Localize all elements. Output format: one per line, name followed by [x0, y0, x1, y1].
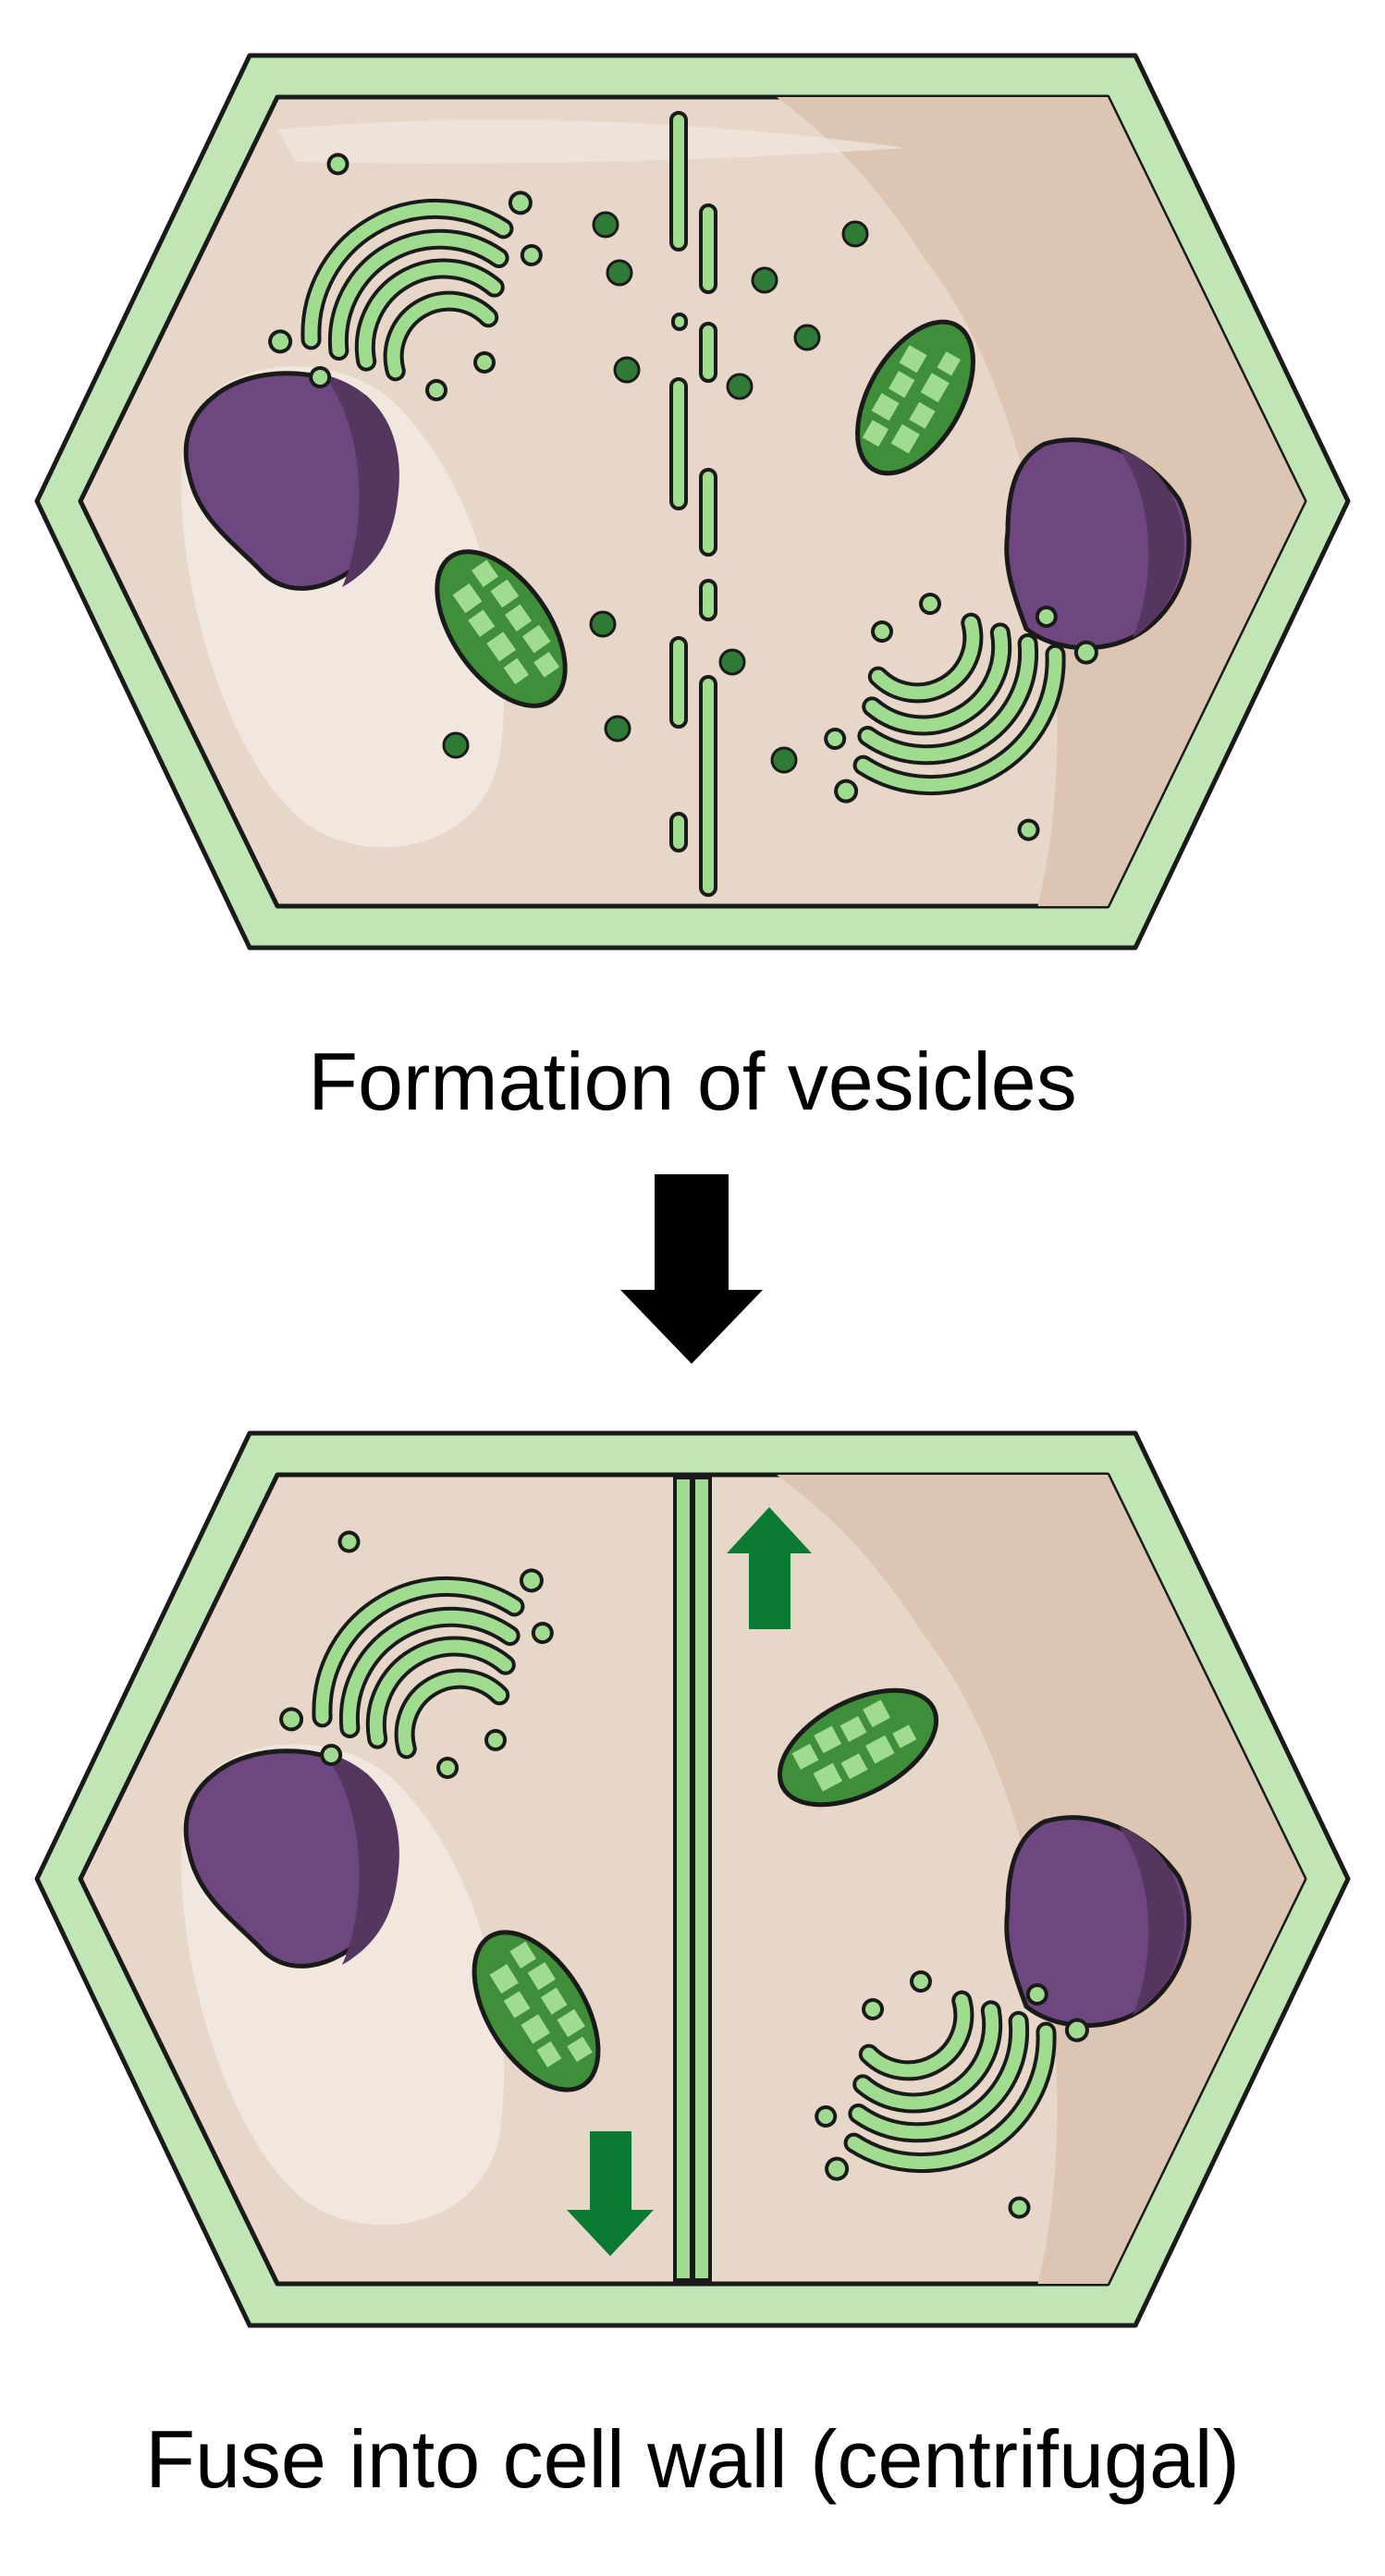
cell-wall-fusion	[34, 1430, 1351, 2328]
cell-plate-forming	[669, 111, 717, 897]
step-caption-vesicle-formation: Formation of vesicles	[308, 1036, 1076, 1127]
golgi-apparatus-icon	[824, 593, 1098, 841]
cell-vesicle-formation	[34, 53, 1351, 951]
nucleus-shade	[1119, 448, 1184, 638]
nucleus-shade	[324, 374, 399, 587]
mitochondrion-icon	[472, 1930, 601, 2092]
up-arrow-icon	[727, 1507, 812, 1629]
down-arrow-icon	[567, 2131, 654, 2256]
mitochondrion-icon	[855, 319, 975, 476]
golgi-apparatus-icon	[279, 1530, 554, 1779]
step-caption-cell-wall-fusion: Fuse into cell wall (centrifugal)	[145, 2413, 1240, 2505]
nucleus-shade	[324, 1752, 399, 1965]
nucleus-shade	[1119, 1826, 1184, 2016]
mitochondrion-icon	[435, 549, 568, 708]
golgi-apparatus-icon	[268, 153, 543, 401]
mitochondrion-icon	[777, 1687, 939, 1808]
new-cell-wall	[673, 1476, 712, 2282]
cytoplasm-highlight	[277, 119, 906, 164]
golgi-apparatus-icon	[815, 1970, 1089, 2219]
down-arrow-icon	[620, 1174, 763, 1364]
vesicle-icon	[442, 211, 869, 774]
